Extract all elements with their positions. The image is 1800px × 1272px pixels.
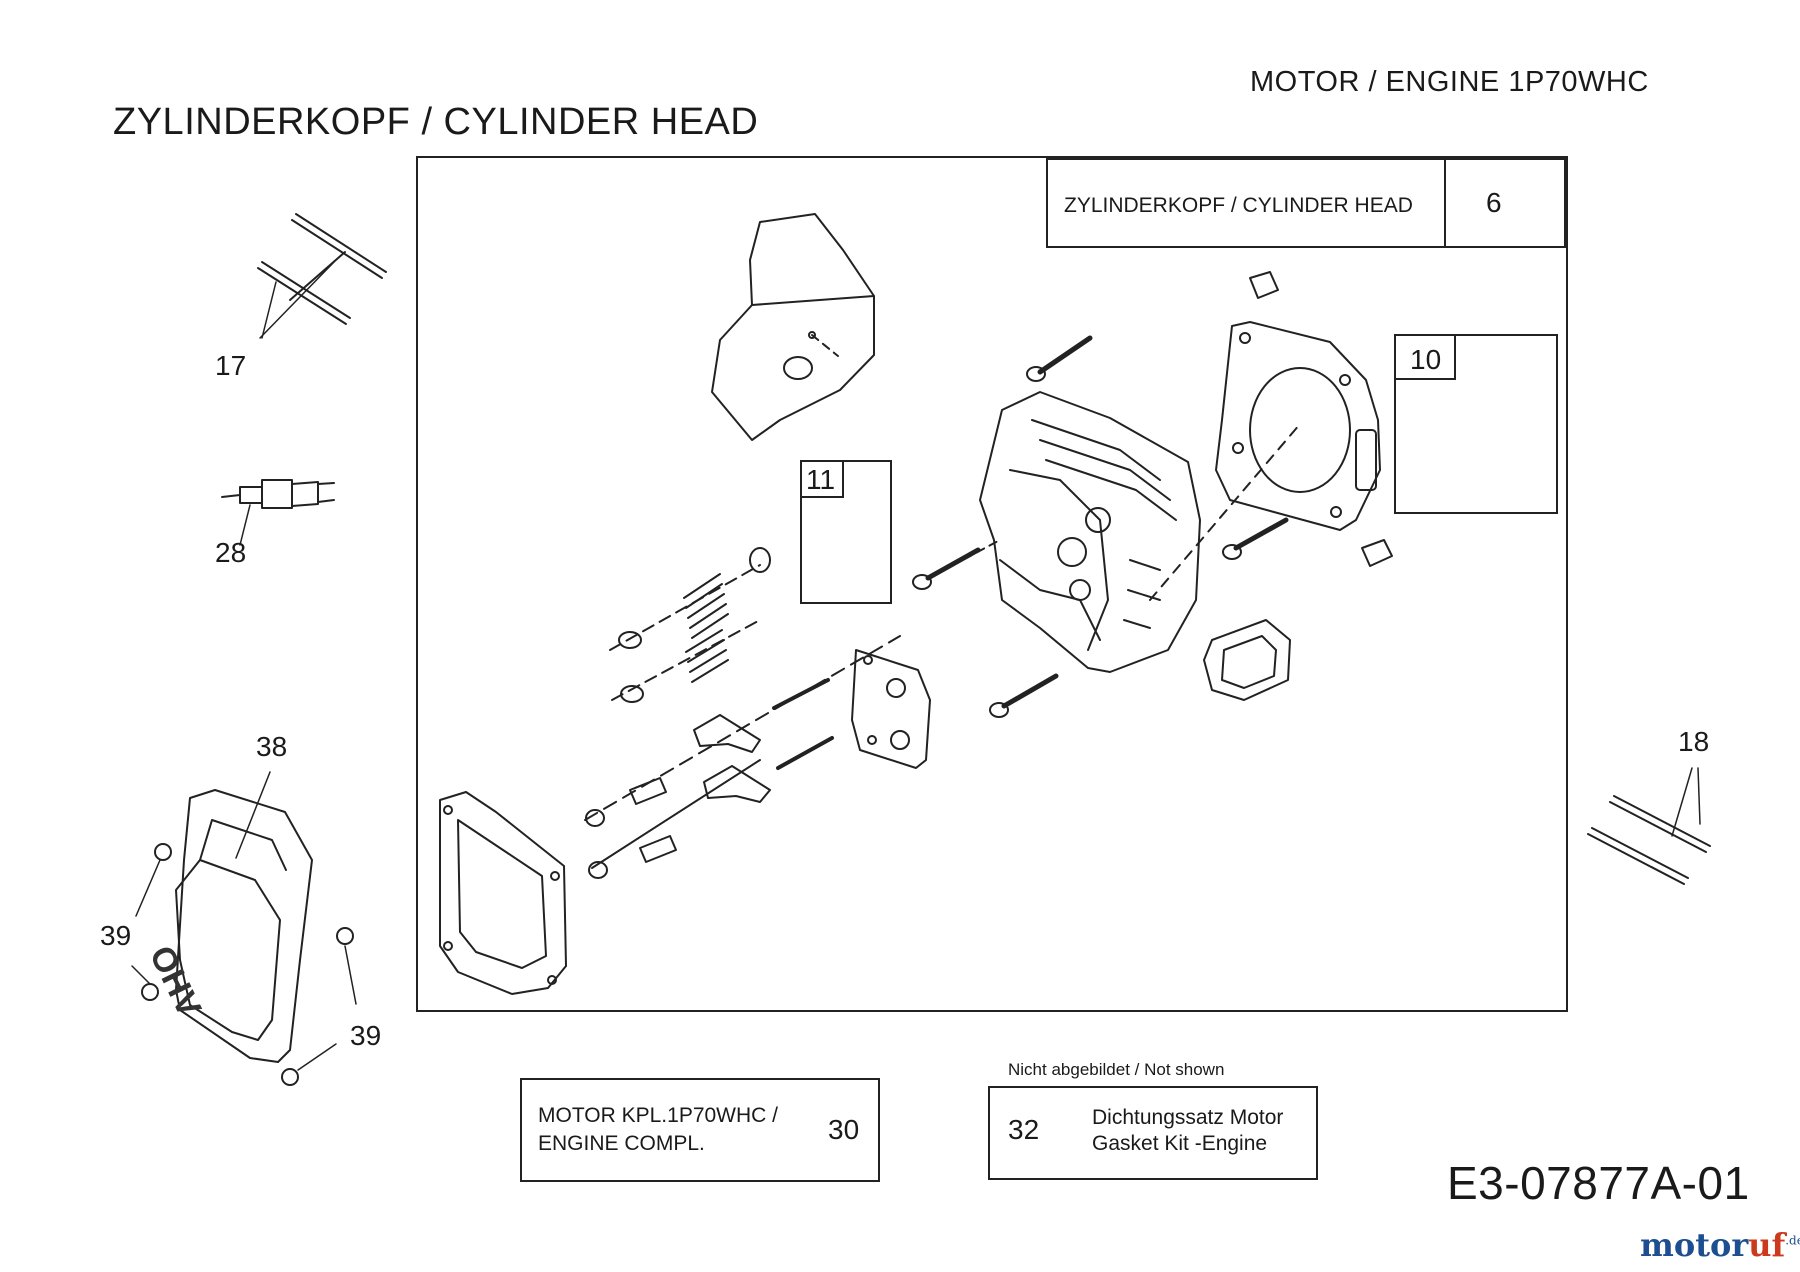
engine-complete-number: 30: [828, 1114, 860, 1145]
logo-suffix: .de: [1785, 1233, 1800, 1248]
logo-part1: motor: [1640, 1226, 1749, 1264]
head-gasket-part: [1215, 321, 1381, 531]
not-shown-caption: Nicht abgebildet / Not shown: [1008, 1060, 1225, 1079]
callout-spark-plug: 28: [215, 537, 247, 568]
valves-callout-box: 11: [800, 460, 892, 604]
dowel-pin-part: [1249, 271, 1393, 567]
engine-complete-line1: MOTOR KPL.1P70WHC /: [538, 1104, 779, 1127]
deflector-plate-part: [711, 213, 875, 441]
stud-part: [1587, 767, 1711, 885]
drawing-code: E3-07877A-01: [1447, 1157, 1750, 1209]
callout-studs-right: 18: [1678, 726, 1710, 757]
engine-model-label: MOTOR / ENGINE 1P70WHC: [1250, 66, 1649, 98]
exhaust-gasket-part: [1203, 619, 1291, 701]
gasket-kit-box: 32 Dichtungssatz Motor Gasket Kit -Engin…: [988, 1086, 1318, 1180]
callout-studs-left: 17: [215, 350, 247, 381]
gasket-kit-line2: Gasket Kit -Engine: [1092, 1132, 1268, 1155]
logo-part2: uf: [1748, 1226, 1786, 1264]
spark-plug-part: [221, 479, 335, 546]
stud-part: [257, 213, 387, 339]
guide-plate-part: [851, 649, 931, 769]
valve-cover-part: [131, 771, 357, 1086]
section-title: ZYLINDERKOPF / CYLINDER HEAD: [113, 101, 759, 143]
gasket-kit-number: 32: [1008, 1114, 1040, 1145]
valve-cover-gasket-part: [439, 791, 567, 995]
stud-set-callout-box: 10: [1394, 334, 1558, 514]
rocker-arm-part: [584, 635, 901, 879]
head-bolt-part: [912, 335, 1289, 718]
valve-spring-part: [609, 547, 771, 703]
stud-set-callout-number: 10: [1410, 344, 1442, 375]
group-title-box: ZYLINDERKOPF / CYLINDER HEAD 6: [1046, 158, 1566, 248]
callout-bolt-left: 39: [100, 920, 132, 951]
cylinder-head-part: [979, 391, 1301, 673]
diagram-frame: [416, 156, 1568, 1012]
gasket-kit-line1: Dichtungssatz Motor: [1092, 1106, 1284, 1129]
engine-complete-line2: ENGINE COMPL.: [538, 1132, 705, 1155]
callout-bolt-right: 39: [350, 1020, 382, 1051]
group-title-label: ZYLINDERKOPF / CYLINDER HEAD: [1064, 194, 1413, 217]
group-number: 6: [1486, 187, 1502, 218]
motoruf-logo[interactable]: motoruf.de: [1640, 1226, 1800, 1264]
engine-complete-box: MOTOR KPL.1P70WHC / ENGINE COMPL. 30: [520, 1078, 880, 1182]
valves-callout-number: 11: [806, 464, 836, 495]
callout-valve-cover: 38: [256, 731, 288, 762]
